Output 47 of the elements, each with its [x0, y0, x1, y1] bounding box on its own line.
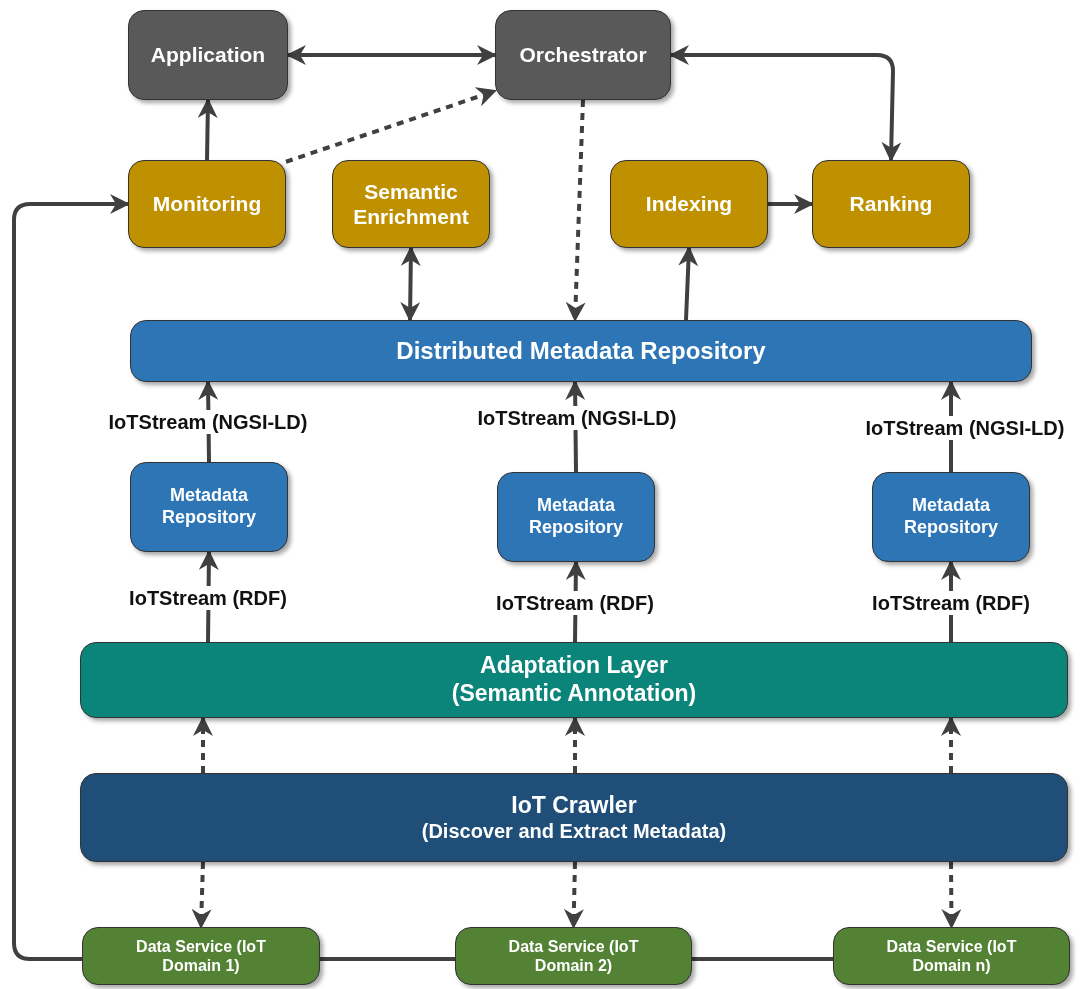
node-subtitle: (Semantic Annotation): [451, 680, 697, 708]
node-title: Distributed Metadata Repository: [396, 336, 766, 366]
arrow: [191, 861, 212, 929]
repository-box: [497, 472, 655, 562]
arrow: [565, 716, 585, 773]
node-title: Data Service (IoT Domain 1): [135, 936, 267, 976]
arrow: [400, 246, 421, 322]
node-title: Adaptation Layer: [480, 652, 668, 680]
node-title: Metadata Repository: [528, 495, 624, 539]
arrow: [678, 246, 699, 321]
repository-box: [130, 462, 288, 552]
service-box: [332, 160, 490, 248]
node-title: Data Service (IoT Domain n): [885, 936, 1018, 976]
arrow: [12, 194, 130, 961]
node-title: Semantic Enrichment: [352, 178, 470, 230]
node-subtitle: (Discover and Extract Metadata): [421, 819, 727, 844]
arrow: [768, 194, 814, 214]
data-service-box: [833, 927, 1070, 985]
data-service-box: [455, 927, 692, 985]
arrow: [941, 716, 961, 773]
node-title: IoT Crawler: [511, 791, 637, 820]
service-box: [610, 160, 768, 248]
arrow: [286, 45, 497, 65]
node-title: Orchestrator: [519, 42, 647, 68]
repository-box: [872, 472, 1030, 562]
arrow: [193, 716, 213, 773]
arrow: [197, 98, 218, 161]
node-title: Data Service (IoT Domain 2): [507, 936, 640, 976]
node-title: Monitoring: [152, 191, 262, 217]
process-box: [495, 10, 671, 100]
repository-box: [130, 320, 1032, 382]
layer-box: [80, 773, 1068, 862]
node-title: Ranking: [849, 191, 933, 217]
service-box: [812, 160, 970, 248]
arrow: [285, 87, 497, 164]
data-service-box: [82, 927, 320, 985]
arrow: [669, 45, 902, 162]
arrow: [565, 99, 586, 322]
arrow: [563, 861, 584, 929]
node-title: Application: [150, 42, 266, 68]
layer-box: [80, 642, 1068, 718]
service-box: [128, 160, 286, 248]
node-title: Indexing: [645, 191, 733, 217]
process-box: [128, 10, 288, 100]
arrow: [941, 862, 962, 929]
node-title: Metadata Repository: [161, 485, 257, 529]
node-title: Metadata Repository: [903, 495, 999, 539]
